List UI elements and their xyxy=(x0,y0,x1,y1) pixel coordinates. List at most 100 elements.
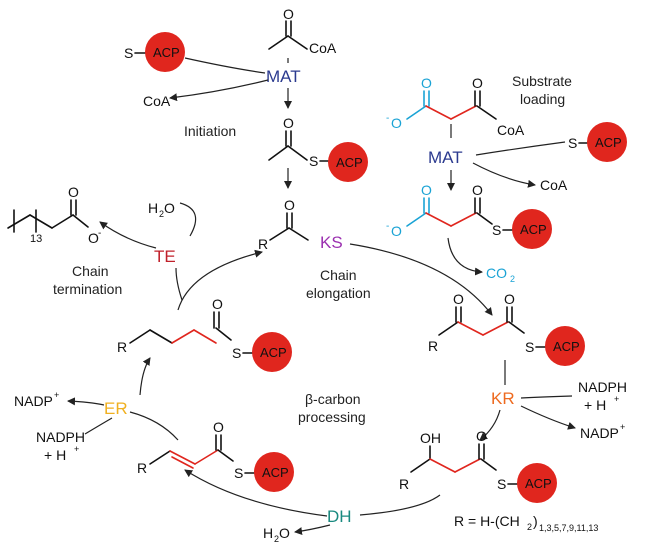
mat-to-coa-arrow xyxy=(169,79,269,102)
stage-chain-elongation-2: elongation xyxy=(306,285,371,301)
palmitate-charge: - xyxy=(98,228,101,239)
te-h2o-o: O xyxy=(164,200,175,216)
acp-circle xyxy=(517,463,557,503)
hydroxy-oh: OH xyxy=(420,430,441,446)
footnote-indices: 1,3,5,7,9,11,13 xyxy=(539,523,598,533)
dh-h2o-o: O xyxy=(279,525,290,541)
acyl-ks-intermediate: O R xyxy=(258,197,309,252)
enoyl-r: R xyxy=(137,460,147,476)
ks-condensation-arrow xyxy=(349,243,493,316)
kr-nadp: NADP xyxy=(580,425,619,441)
acetyl-coa-coa: CoA xyxy=(309,40,337,56)
malonyl-acp-s: S xyxy=(492,222,501,238)
acyl-r: R xyxy=(258,236,268,252)
charge-minus: - xyxy=(386,221,389,232)
er-nadph-line xyxy=(84,417,113,435)
dh-input-line xyxy=(359,494,441,516)
acp-label: ACP xyxy=(336,155,363,170)
stage-beta-processing-1: β-carbon xyxy=(305,391,361,407)
co2-release-arrow xyxy=(447,237,483,276)
stage-substrate-loading-2: loading xyxy=(520,91,565,107)
palmitate-chain-sub: 13 xyxy=(30,233,42,245)
acp-circle xyxy=(145,32,185,72)
malonyl-coa-o-carboxyl: O xyxy=(421,75,432,91)
beta-ketoacyl-acp: O R O S ACP xyxy=(428,291,585,366)
mat-to-coa-loading-arrow xyxy=(472,162,536,188)
kr-h-plus-charge: + xyxy=(614,394,619,404)
te-input-line xyxy=(175,267,183,301)
acyl-acp-r: R xyxy=(117,339,127,355)
er-input-line xyxy=(129,411,179,441)
stage-chain-termination-1: Chain xyxy=(72,263,109,279)
stage-chain-termination-2: termination xyxy=(53,281,122,297)
palmitate-o: O xyxy=(68,184,79,200)
er-nadph: NADPH xyxy=(36,429,85,445)
acp-circle xyxy=(328,142,368,182)
keto-s: S xyxy=(525,339,534,355)
kr-product-arrow xyxy=(479,409,501,441)
acyl-o: O xyxy=(284,197,295,213)
enoyl-acp: R O S ACP xyxy=(137,419,294,492)
er-product-arrow xyxy=(139,357,151,396)
er-nadp-arrow xyxy=(67,397,105,406)
malonyl-acp-o: O xyxy=(472,182,483,198)
enzyme-ks: KS xyxy=(320,233,343,252)
malonyl-acp-o-carboxyl: O xyxy=(421,182,432,198)
kr-nadp-charge: + xyxy=(620,422,625,432)
enzyme-mat-initiation: MAT xyxy=(266,67,301,86)
enoyl-s: S xyxy=(234,465,243,481)
kr-nadp-arrow xyxy=(520,405,576,430)
kr-nadph: NADPH xyxy=(578,379,627,395)
acp-label: ACP xyxy=(260,345,287,360)
acyl-acp-o: O xyxy=(212,296,223,312)
acetyl-coa-o: O xyxy=(283,6,294,22)
dh-water-arrow xyxy=(294,524,331,536)
acetyl-acp-o: O xyxy=(283,115,294,131)
enoyl-o: O xyxy=(213,419,224,435)
malonyl-acp: O O - O S ACP xyxy=(386,182,552,249)
acp-circle xyxy=(587,122,627,162)
free-acp-right: S ACP xyxy=(568,122,627,162)
acp-label: ACP xyxy=(595,135,622,150)
enzyme-kr: KR xyxy=(491,389,515,408)
coa-released-loading: CoA xyxy=(540,177,568,193)
stage-substrate-loading-1: Substrate xyxy=(512,73,572,89)
keto-r: R xyxy=(428,338,438,354)
te-h2o-h: H xyxy=(148,200,158,216)
acp-label: ACP xyxy=(525,476,552,491)
beta-hydroxyacyl-acp: OH R O S ACP xyxy=(399,428,557,503)
acp-label: ACP xyxy=(553,339,580,354)
er-h-plus-charge: + xyxy=(74,444,79,454)
te-product-arrow xyxy=(99,221,157,249)
free-acp-top-left: S ACP xyxy=(124,32,185,72)
co2-label: CO xyxy=(486,265,507,281)
kr-nadph-line xyxy=(520,395,573,399)
enzyme-dh: DH xyxy=(327,507,352,526)
footnote-close: ) xyxy=(533,513,538,529)
footnote-r-def: R = H-(CH xyxy=(454,513,520,529)
acetyl-coa: O CoA xyxy=(268,6,337,56)
hydroxy-o: O xyxy=(476,428,487,444)
acp-label: ACP xyxy=(520,222,547,237)
acp-circle xyxy=(545,326,585,366)
palmitate-product: O O - 13 xyxy=(7,184,101,246)
keto-o-1: O xyxy=(453,291,464,307)
malonyl-acp-o-minus: O xyxy=(391,223,402,239)
acp-circle xyxy=(254,452,294,492)
recycle-to-ks-arrow xyxy=(177,249,263,311)
hydroxy-s: S xyxy=(497,476,506,492)
acp-to-mat-line xyxy=(184,57,266,74)
footnote-ch2-sub: 2 xyxy=(527,522,532,532)
acetyl-acp: O S ACP xyxy=(268,115,368,182)
acyl-acp-elongated: R O S ACP xyxy=(117,296,292,372)
stage-chain-elongation-1: Chain xyxy=(320,267,357,283)
te-h2o-sub: 2 xyxy=(159,209,164,219)
malonyl-coa-coa: CoA xyxy=(497,122,525,138)
acp-label: ACP xyxy=(262,465,289,480)
acp-s-label: S xyxy=(124,45,133,61)
enzyme-te: TE xyxy=(154,247,176,266)
kr-h-plus: + H xyxy=(584,397,606,413)
acyl-acp-s: S xyxy=(232,345,241,361)
charge-minus: - xyxy=(386,113,389,124)
